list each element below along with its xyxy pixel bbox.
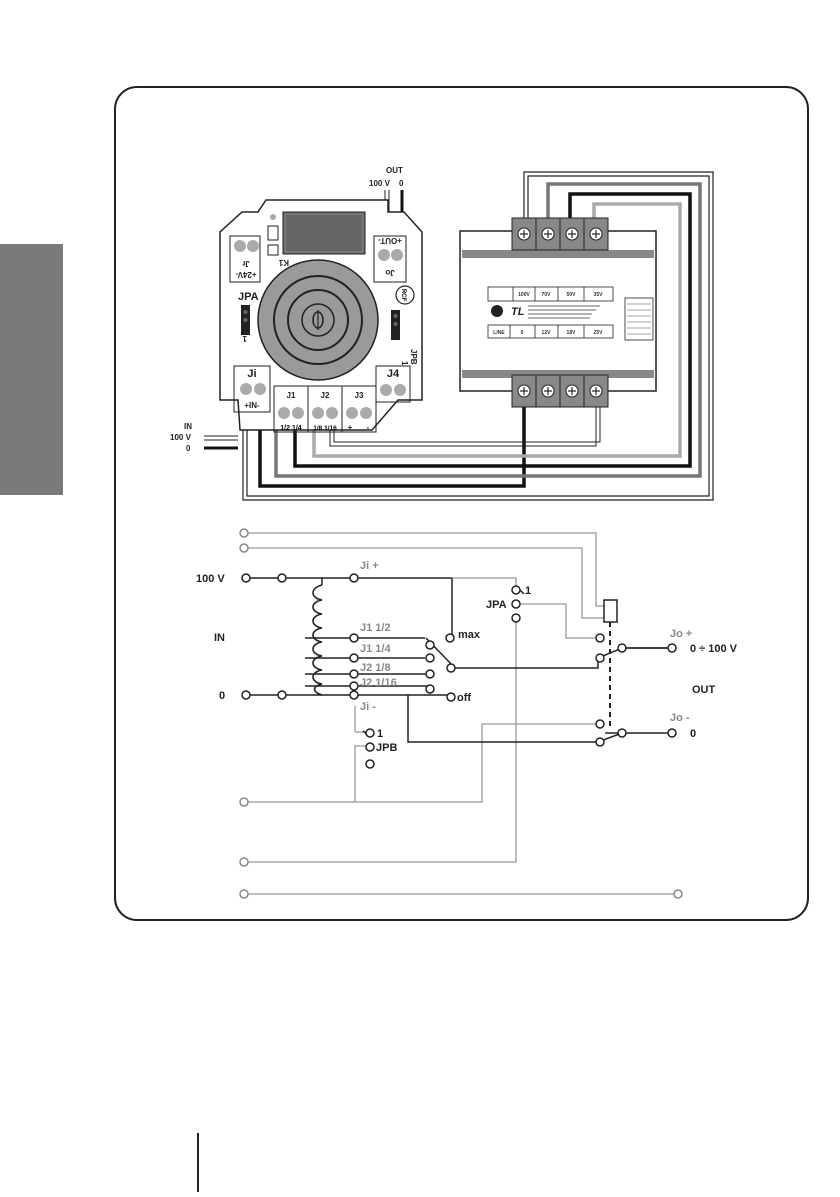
sch-out-zero: 0 xyxy=(690,728,696,740)
j1-sub-label: 1/2 1/4 xyxy=(280,425,302,432)
relay-k1 xyxy=(283,212,365,254)
sch-jpb: JPB xyxy=(376,742,397,754)
board-in-title: IN xyxy=(184,422,192,431)
sch-in-100v: 100 V xyxy=(196,573,225,585)
k1-label: K1 xyxy=(278,258,289,267)
transformer-brand: TL xyxy=(511,306,525,318)
tap-bottom-0: 0 xyxy=(521,330,524,336)
sch-jo-minus: Jo - xyxy=(670,712,690,724)
board-jpa-one: 1 xyxy=(242,334,247,343)
j3-plus: + xyxy=(348,423,353,432)
line-transformer: 100V 70V 50V 35V TL LINE xyxy=(460,218,656,407)
sch-in-label: IN xyxy=(214,632,225,644)
tap-top-50v: 50V xyxy=(567,292,577,298)
circuit-board: K1 Jr +24V- +OUT- Jo JPA xyxy=(220,200,422,432)
schematic-relay xyxy=(604,600,617,622)
sch-in-zero: 0 xyxy=(219,690,225,702)
diagram-frame xyxy=(115,87,808,920)
sch-jpa: JPA xyxy=(486,599,507,611)
board-in-zero: 0 xyxy=(186,444,191,453)
board-in-100v: 100 V xyxy=(170,433,192,442)
schematic-grey-nodes xyxy=(240,529,682,898)
ji-terminal-label: +IN- xyxy=(244,401,260,410)
sch-ji-plus: Ji + xyxy=(360,560,379,572)
sch-j2-18: J2 1/8 xyxy=(360,662,391,674)
toroid-coil xyxy=(258,260,378,380)
j3-label: J3 xyxy=(355,391,364,400)
sch-ji-minus: Ji - xyxy=(360,701,376,713)
side-tab xyxy=(0,244,63,495)
sch-j2-116: J2 1/16 xyxy=(360,677,397,689)
j2-sub-label: 1/8 1/16 xyxy=(313,425,337,432)
transformer-top-terminals xyxy=(512,218,608,250)
sch-out-label: OUT xyxy=(692,684,716,696)
transformer-bottom-terminals xyxy=(512,375,608,407)
tap-bottom-25v: 25V xyxy=(594,330,604,336)
tap-bottom-12v: 12V xyxy=(542,330,552,336)
tap-line: LINE xyxy=(493,330,505,336)
sch-max: max xyxy=(458,629,481,641)
jo-terminal-label: +OUT- xyxy=(378,236,402,245)
j3-minus: - xyxy=(367,423,370,432)
tap-top-100v: 100V xyxy=(518,292,530,298)
schematic-coil xyxy=(313,585,322,695)
board-jpb-label: JPB xyxy=(409,349,418,365)
jo-label: Jo xyxy=(385,268,394,277)
board-jpb-one: 1 xyxy=(400,361,409,366)
board-out-zero: 0 xyxy=(399,179,404,188)
tap-top-70v: 70V xyxy=(542,292,552,298)
sch-off: off xyxy=(457,692,471,704)
sch-j1-12: J1 1/2 xyxy=(360,622,391,634)
tap-top-35v: 35V xyxy=(594,292,604,298)
transformer-logo-badge xyxy=(491,305,503,317)
sch-out-range: 0 ÷ 100 V xyxy=(690,643,738,655)
sch-jpb-one: 1 xyxy=(377,728,383,740)
j4-label: J4 xyxy=(387,368,400,380)
ji-label: Ji xyxy=(247,368,256,380)
sch-jpa-one: 1 xyxy=(525,585,531,597)
jr-terminal-label: +24V- xyxy=(235,270,256,279)
jr-label: Jr xyxy=(242,259,250,268)
board-out-100v: 100 V xyxy=(369,179,391,188)
board-jpa-label: JPA xyxy=(238,291,259,303)
board-out-title: OUT xyxy=(386,166,403,175)
tap-bottom-18v: 18V xyxy=(567,330,577,336)
board-logo-text: RCF xyxy=(400,289,406,302)
sch-j1-14: J1 1/4 xyxy=(360,643,391,655)
schematic: 100 V IN 0 Ji + Ji - J1 1/2 J1 1/4 J2 1/… xyxy=(196,529,738,898)
sch-jo-plus: Jo + xyxy=(670,628,692,640)
j2-label: J2 xyxy=(321,391,330,400)
j1-label: J1 xyxy=(287,391,296,400)
